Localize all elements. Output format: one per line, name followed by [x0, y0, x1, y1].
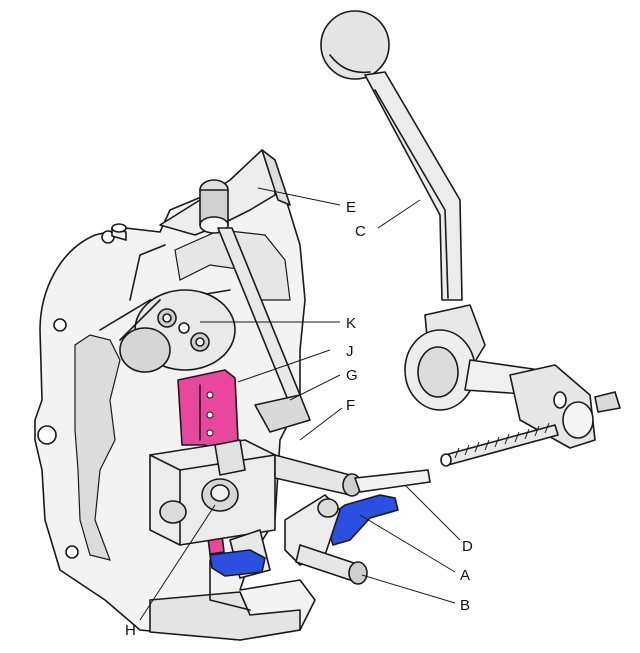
blue-selector-forks	[209, 494, 399, 577]
label-h: H	[125, 622, 136, 639]
label-j: J	[346, 343, 354, 360]
part-labels: E C K J G F D A B H	[125, 199, 473, 639]
threaded-rod	[440, 422, 559, 467]
label-f: F	[346, 397, 355, 414]
selector-drum	[119, 289, 236, 373]
label-c: C	[355, 223, 366, 240]
upper-lever-arm	[159, 149, 301, 401]
lower-linkage	[284, 469, 431, 585]
label-g: G	[346, 367, 358, 384]
pink-selector-plate	[177, 369, 239, 555]
label-e: E	[346, 199, 356, 216]
label-b: B	[460, 597, 470, 614]
label-d: D	[462, 538, 473, 555]
leader-lines	[139, 187, 461, 621]
gear-lever	[320, 10, 621, 449]
label-k: K	[346, 315, 356, 332]
label-a: A	[460, 567, 470, 584]
